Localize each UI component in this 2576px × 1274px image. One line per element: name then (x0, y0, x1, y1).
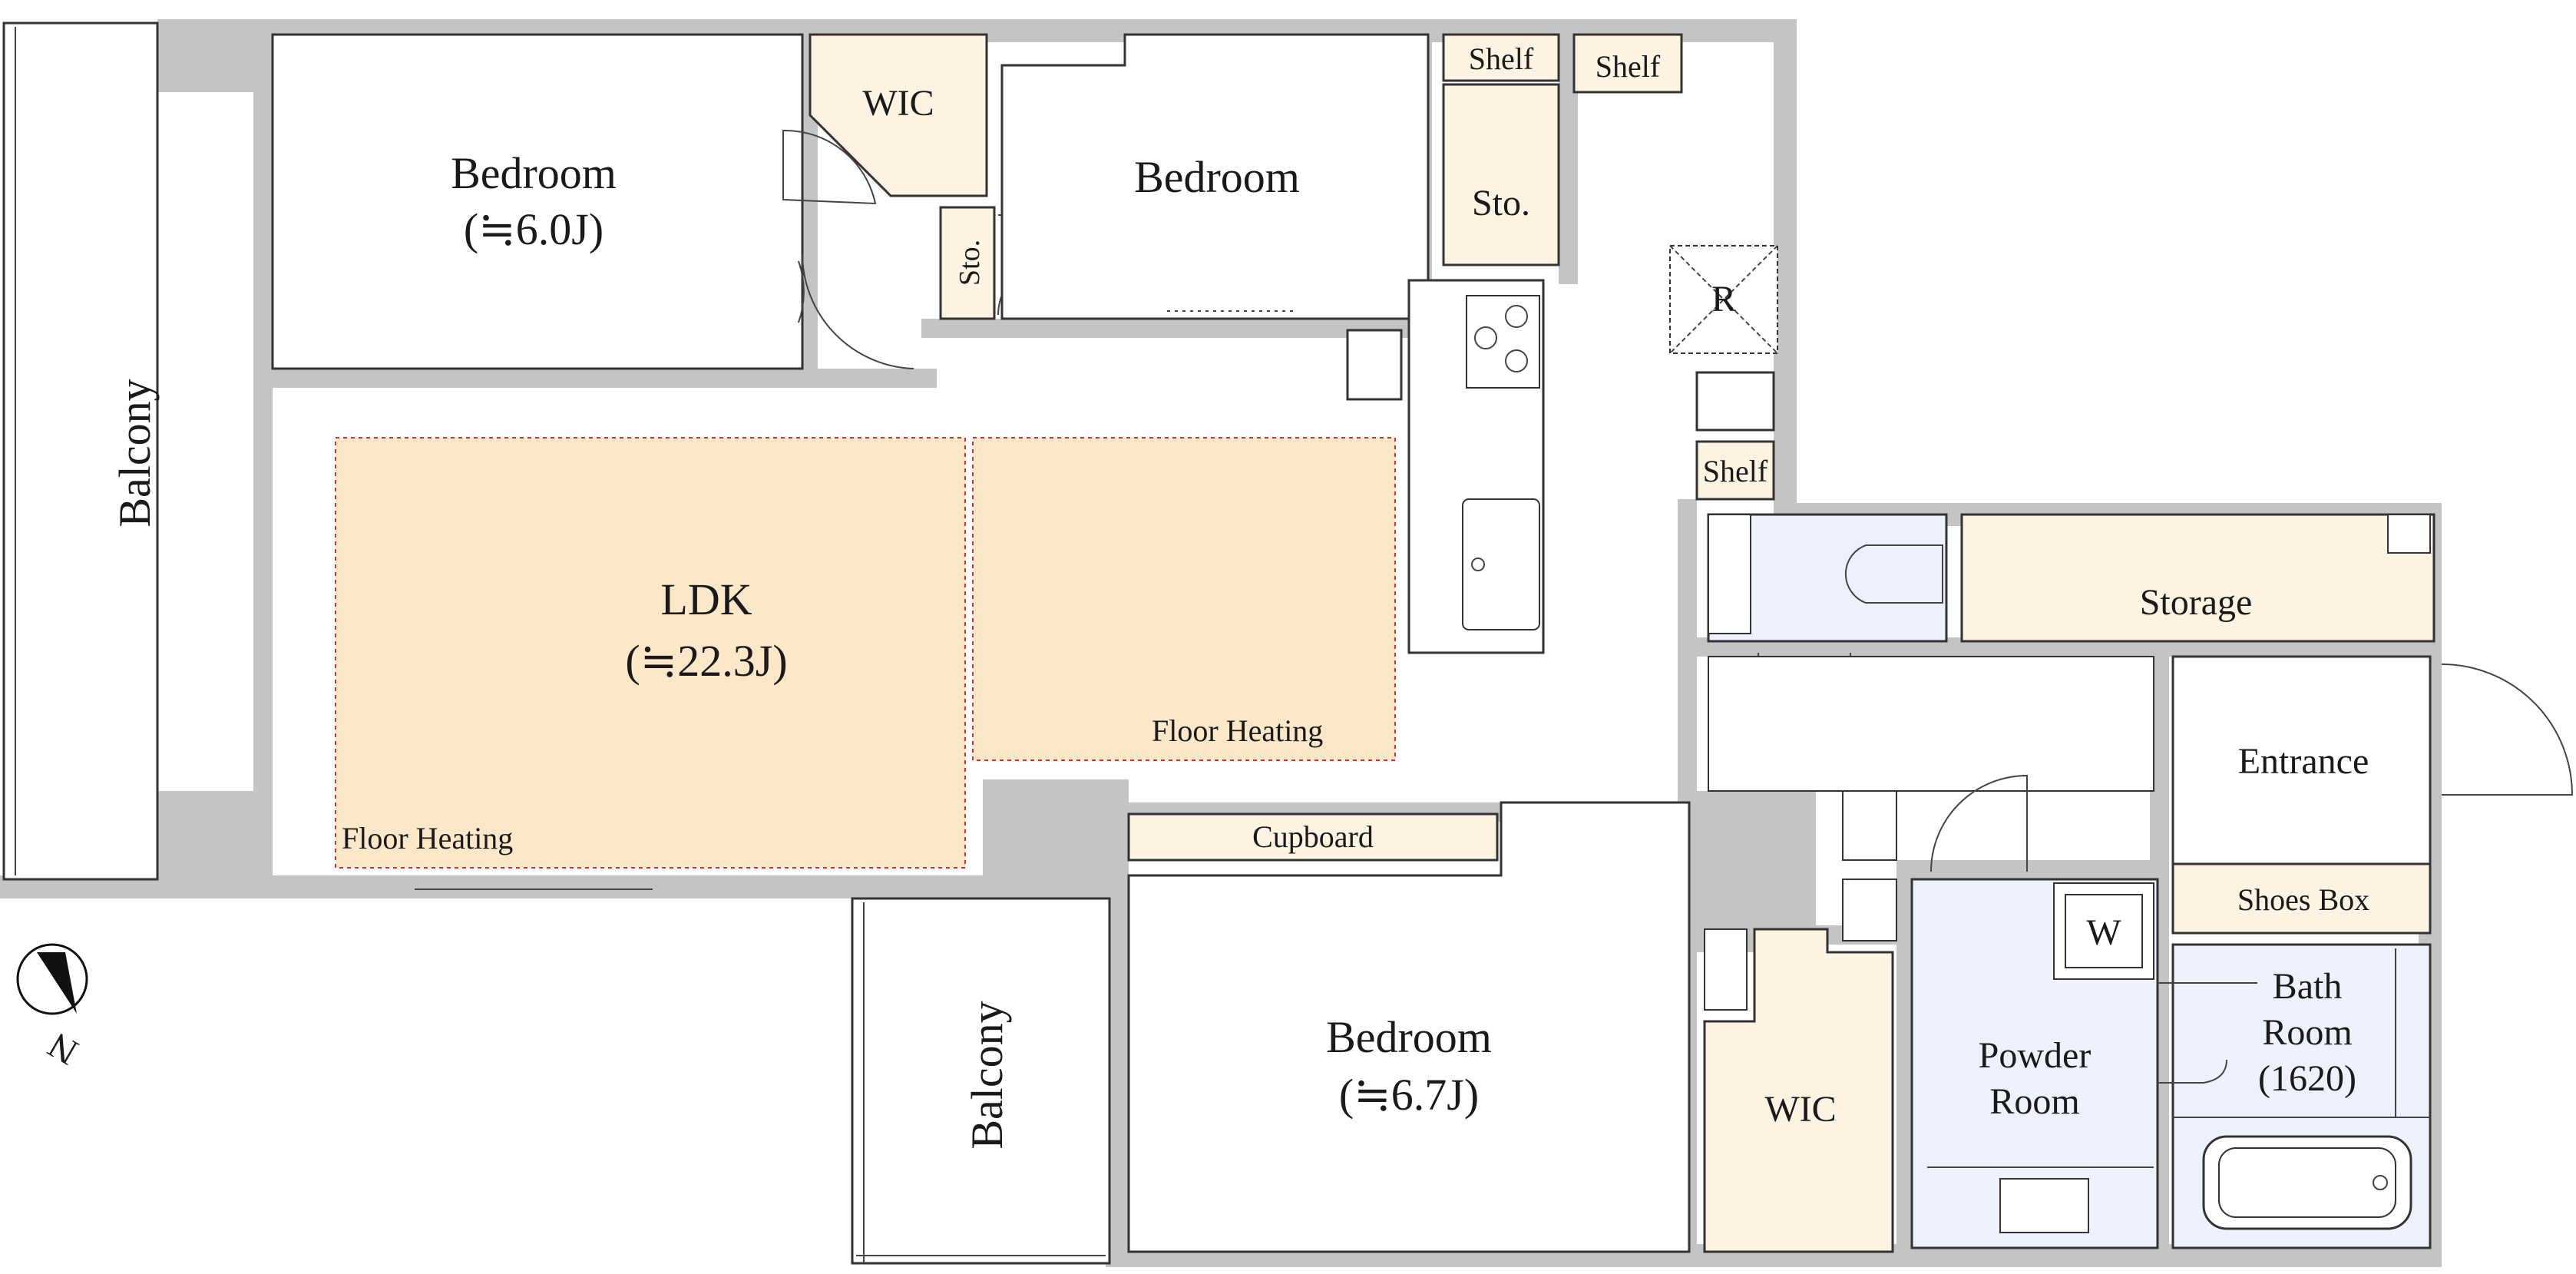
wic-north-label: WIC (862, 83, 934, 124)
ldk-size: (≒22.3J) (625, 636, 787, 686)
floor-heating-zone-2 (972, 437, 1396, 761)
sink-icon (1462, 498, 1540, 630)
powder-room: W Powder Room (1910, 878, 2159, 1249)
toilet-room (1707, 513, 1948, 746)
floor-heating-1-label: Floor Heating (342, 821, 513, 855)
hall (1554, 656, 2154, 1011)
storage-small-2-label: Sto. (1472, 183, 1530, 223)
wic-south: WIC (1703, 928, 1894, 1253)
floor-heating-2-label: Floor Heating (1152, 713, 1323, 748)
toilet-icon (1845, 544, 1943, 604)
bedroom-2: Bedroom (1000, 33, 1430, 320)
storage-small-1: Sto. (939, 206, 1053, 320)
kitchen (1346, 279, 1545, 654)
bedroom-3-size: (≒6.7J) (1339, 1070, 1479, 1120)
washbasin-icon (1999, 1178, 2089, 1233)
walls (0, 19, 2442, 1267)
stove-icon (1466, 295, 1540, 389)
bedroom-1: Bedroom (≒6.0J) (271, 33, 914, 370)
compass-icon: N (16, 943, 88, 1073)
bath-room-line-3: (1620) (2258, 1058, 2356, 1099)
cupboard-label: Cupboard (1252, 819, 1374, 854)
shelf-3-label: Shelf (1703, 454, 1768, 488)
wic-north: WIC (782, 33, 988, 205)
cupboard: Cupboard (1127, 812, 1499, 862)
refrigerator-label: R (1711, 279, 1736, 319)
powder-room-line-2: Room (1989, 1081, 2079, 1122)
bedroom-3: Bedroom (≒6.7J) (1127, 801, 1691, 1253)
shelf-1-label: Shelf (1469, 41, 1534, 76)
bath-room: Bath Room (1620) (2158, 943, 2432, 1249)
shelf-storage-block: Shelf Sto. Shelf (1442, 33, 1683, 266)
bath-room-line-2: Room (2262, 1012, 2352, 1053)
compass-north-label: N (41, 1024, 85, 1073)
bedroom-2-name: Bedroom (1134, 152, 1300, 202)
storage: Storage (1960, 513, 2435, 643)
ldk: LDK (≒22.3J) Floor Heating Floor Heating (335, 437, 1396, 890)
shelf-2-label: Shelf (1596, 49, 1661, 84)
bath-room-line-1: Bath (2273, 966, 2343, 1007)
shoes-box-label: Shoes Box (2237, 882, 2369, 917)
balcony-west-label: Balcony (110, 379, 160, 527)
refrigerator-icon: R (1669, 245, 1778, 354)
balcony-south-label: Balcony (962, 1001, 1012, 1149)
bathtub-icon (2202, 1135, 2412, 1230)
bedroom-1-name: Bedroom (451, 148, 617, 198)
ldk-name: LDK (660, 574, 752, 624)
powder-room-line-1: Powder (1979, 1035, 2092, 1076)
balcony-west: Balcony (2, 22, 160, 881)
entrance: Entrance Shoes Box (2171, 655, 2574, 935)
bedroom-3-name: Bedroom (1326, 1012, 1492, 1062)
balcony-south: Balcony (851, 897, 1111, 1265)
storage-label: Storage (2140, 582, 2253, 623)
floor-heating-zone-1 (335, 437, 966, 869)
bedroom-1-size: (≒6.0J) (464, 204, 603, 254)
wic-south-label: WIC (1764, 1089, 1836, 1130)
washer-label: W (2086, 912, 2121, 953)
storage-small-1-label: Sto. (954, 240, 986, 286)
entrance-label: Entrance (2238, 741, 2369, 782)
shelf-3: Shelf (1695, 371, 1775, 501)
